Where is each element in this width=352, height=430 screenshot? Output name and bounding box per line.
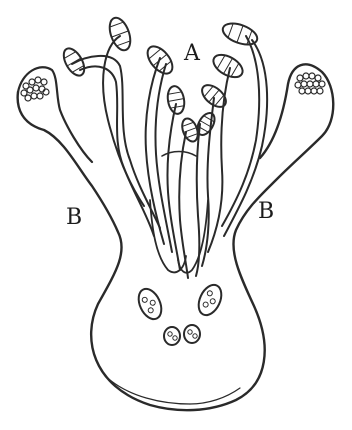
- anthers: [60, 15, 260, 144]
- right-pollen-cluster: [295, 73, 325, 94]
- ovary-lobes: [134, 281, 226, 345]
- base-shading: [110, 380, 240, 404]
- flower-outline: [18, 64, 334, 410]
- left-pollen-cluster: [21, 77, 49, 101]
- label-left-connective: B: [66, 205, 82, 230]
- label-right-connective: B: [258, 199, 274, 224]
- label-stamens: A: [183, 41, 201, 66]
